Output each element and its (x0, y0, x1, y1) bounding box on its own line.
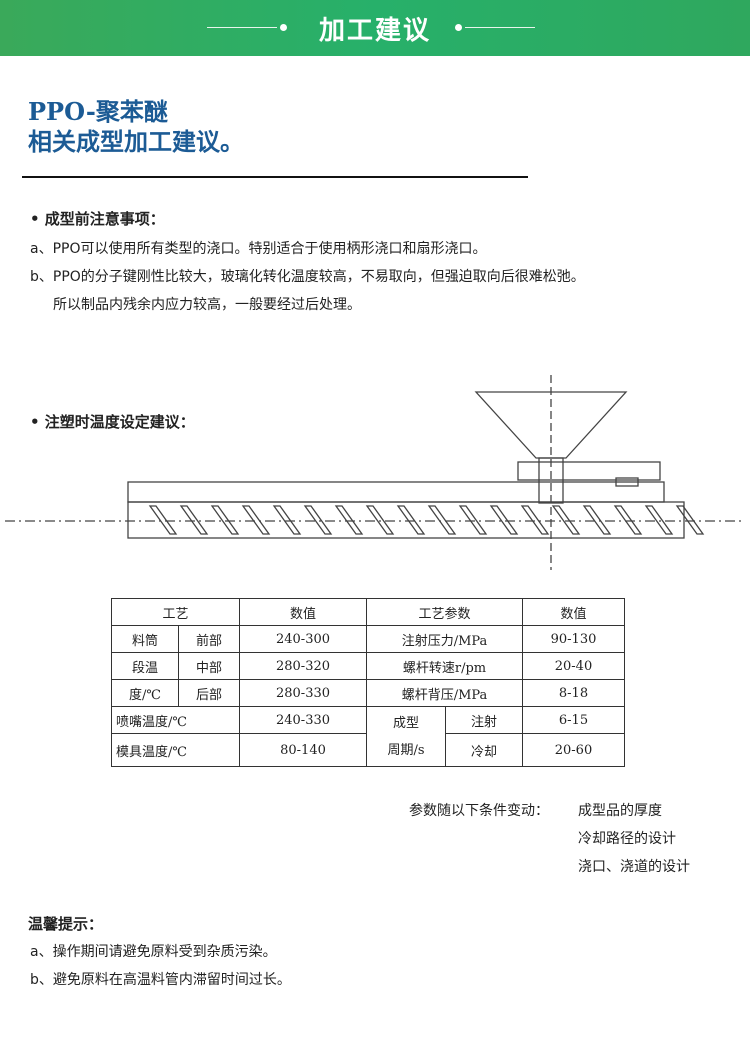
screw-flight (210, 505, 240, 535)
header-cell: 工艺参数 (366, 598, 523, 626)
screw-flight (427, 505, 457, 535)
screw-flight (582, 505, 612, 535)
cell: 喷嘴温度/℃ (111, 706, 240, 734)
screw-flight (520, 505, 550, 535)
screw-flight (241, 505, 271, 535)
cell: 80-140 (239, 733, 367, 767)
screw-flight (458, 505, 488, 535)
condition-item: 成型品的厚度 (578, 803, 662, 819)
cell: 螺杆背压/MPa (366, 679, 523, 707)
cell: 280-330 (239, 679, 367, 707)
header-cell: 工艺 (111, 598, 240, 626)
cell: 周期/s (387, 742, 425, 758)
header-cell: 数值 (239, 598, 367, 626)
heading-line2: 相关成型加工建议。 (28, 127, 244, 156)
cell: 8-18 (522, 679, 625, 707)
cell: 段温 (111, 652, 179, 680)
condition-item: 浇口、浇道的设计 (578, 859, 690, 875)
cell: 前部 (178, 625, 240, 653)
cell: 注射 (445, 706, 523, 734)
condition-item: 冷却路径的设计 (578, 831, 676, 847)
screw-flight (489, 505, 519, 535)
cell: 料筒 (111, 625, 179, 653)
screw-flight (179, 505, 209, 535)
dot (455, 24, 462, 31)
screw-flight (675, 505, 705, 535)
screw-flight (551, 505, 581, 535)
note-b: b、PPO的分子键刚性比较大，玻璃化转化温度较高，不易取向，但强迫取向后很难松弛… (30, 269, 585, 285)
tip-a: a、操作期间请避免原料受到杂质污染。 (30, 944, 277, 960)
cell: 注射压力/MPa (366, 625, 523, 653)
cell: 模具温度/℃ (111, 733, 240, 767)
cell: 度/℃ (111, 679, 179, 707)
heading-line1: PPO-聚苯醚 (28, 97, 168, 126)
tip-b: b、避免原料在高温料管内滞留时间过长。 (30, 972, 291, 988)
cell: 6-15 (522, 706, 625, 734)
cell: 冷却 (445, 733, 523, 767)
section-title: • 注塑时温度设定建议： (30, 413, 195, 431)
divider (207, 27, 277, 28)
injection-machine-diagram (5, 375, 745, 570)
banner-title: 加工建议 (318, 16, 431, 46)
screw-flight (272, 505, 302, 535)
screw-flight (365, 505, 395, 535)
screw-flight (334, 505, 364, 535)
conditions-label: 参数随以下条件变动： (409, 803, 549, 819)
cell: 90-130 (522, 625, 625, 653)
dot (280, 24, 287, 31)
screw-flight (148, 505, 178, 535)
cell: 280-320 (239, 652, 367, 680)
screw-flight (303, 505, 333, 535)
divider (22, 176, 528, 178)
header-cell: 数值 (522, 598, 625, 626)
screw-flight (644, 505, 674, 535)
cell: 后部 (178, 679, 240, 707)
cell: 20-60 (522, 733, 625, 767)
cell: 螺杆转速r/pm (366, 652, 523, 680)
screw-flight (396, 505, 426, 535)
cell: 中部 (178, 652, 240, 680)
note-a: a、PPO可以使用所有类型的浇口。特别适合于使用柄形浇口和扇形浇口。 (30, 241, 487, 257)
cell: 240-300 (239, 625, 367, 653)
note-b-cont: 所以制品内残余内应力较高，一般要经过后处理。 (53, 297, 361, 313)
cell: 成型 (392, 715, 419, 731)
tips-title: 温馨提示： (28, 915, 104, 933)
divider (465, 27, 535, 28)
section-title: • 成型前注意事项： (30, 210, 165, 228)
cell: 240-330 (239, 706, 367, 734)
cell: 20-40 (522, 652, 625, 680)
screw-flight (613, 505, 643, 535)
section-banner: 加工建议 (0, 0, 750, 56)
